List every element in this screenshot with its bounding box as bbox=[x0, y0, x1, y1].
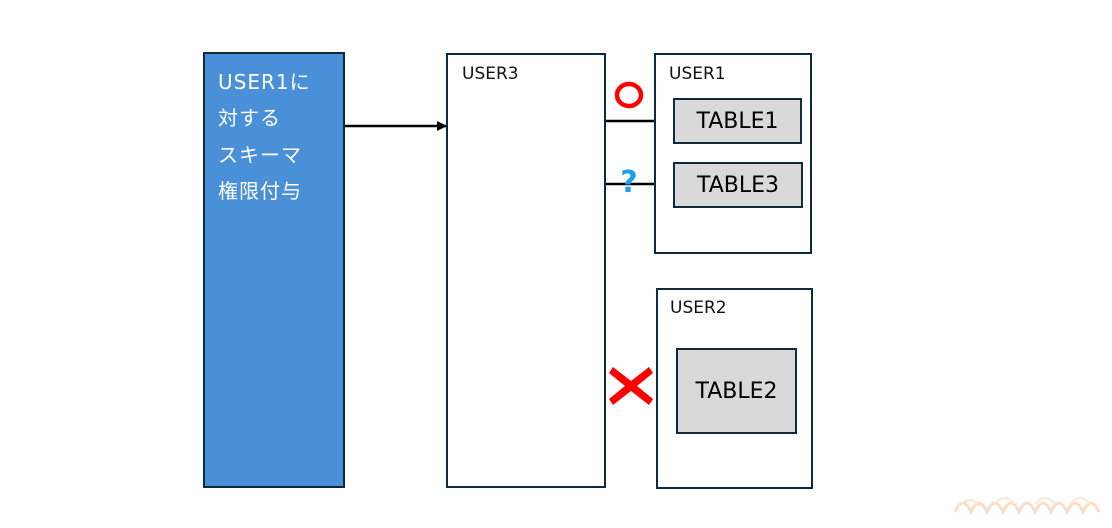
user3-label: USER3 bbox=[462, 64, 519, 84]
user1-schema-box bbox=[654, 53, 812, 254]
grant-text-line-4: 権限付与 bbox=[218, 179, 302, 203]
table3-box: TABLE3 bbox=[673, 162, 803, 208]
user1-label: USER1 bbox=[669, 64, 726, 84]
grant-text-line-2: 対する bbox=[218, 106, 281, 130]
table2-box: TABLE2 bbox=[676, 348, 797, 434]
ok-circle-icon bbox=[614, 81, 644, 109]
grant-text-line-3: スキーマ bbox=[218, 143, 302, 167]
question-mark-icon: ? bbox=[620, 165, 638, 200]
grant-text-line-1: USER1に bbox=[218, 70, 311, 94]
deny-cross-icon bbox=[609, 367, 653, 405]
schema-grant-box bbox=[203, 52, 345, 488]
user2-label: USER2 bbox=[670, 298, 727, 318]
user3-schema-box bbox=[446, 53, 606, 488]
site-logo-watermark-icon bbox=[953, 497, 1101, 516]
table1-box: TABLE1 bbox=[673, 98, 802, 144]
